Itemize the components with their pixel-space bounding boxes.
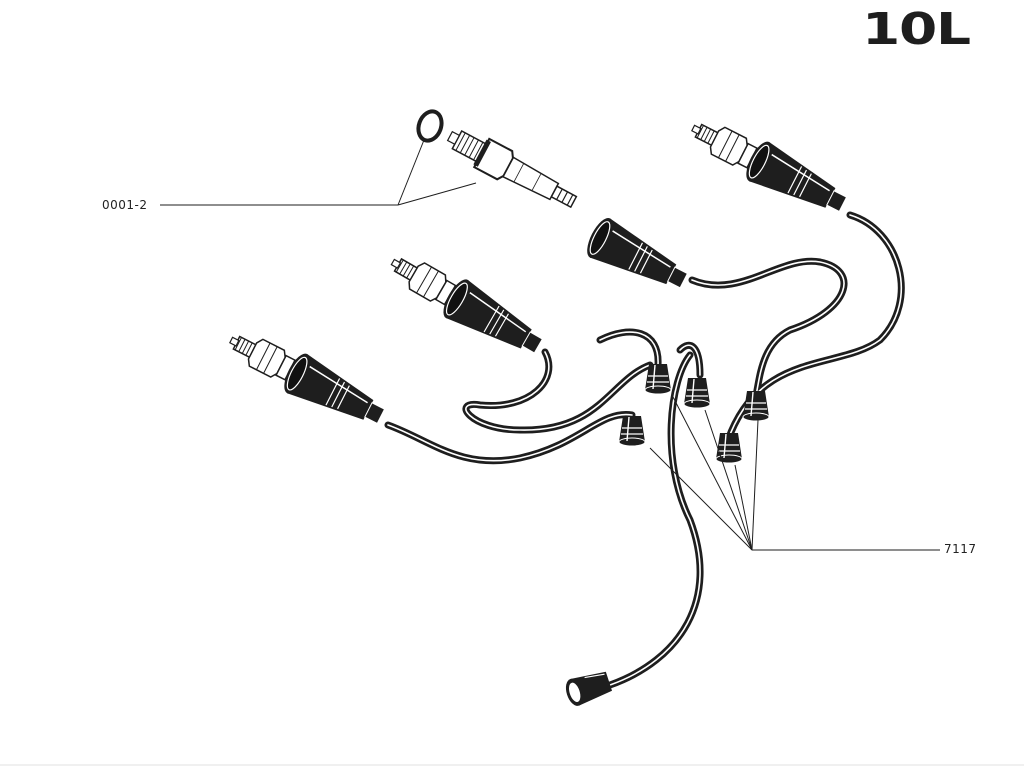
- ignition-cables: [384, 211, 905, 689]
- coil-connector: [565, 671, 613, 706]
- terminal-covers: [618, 363, 770, 464]
- callout-label-spark-plug: 0001-2: [102, 198, 148, 212]
- loose-spark-plug: [416, 109, 578, 209]
- leader-lines: [160, 139, 940, 551]
- page-code: 10L: [862, 4, 971, 55]
- spark-plug-lead-2: [384, 248, 551, 366]
- callout-label-terminal-covers: 7117: [944, 542, 977, 556]
- spark-plug-lead-4: [685, 113, 854, 225]
- plug-boot-3: [581, 213, 695, 302]
- spark-plug-lead-1: [223, 325, 392, 437]
- page-bottom-edge: [0, 764, 1024, 766]
